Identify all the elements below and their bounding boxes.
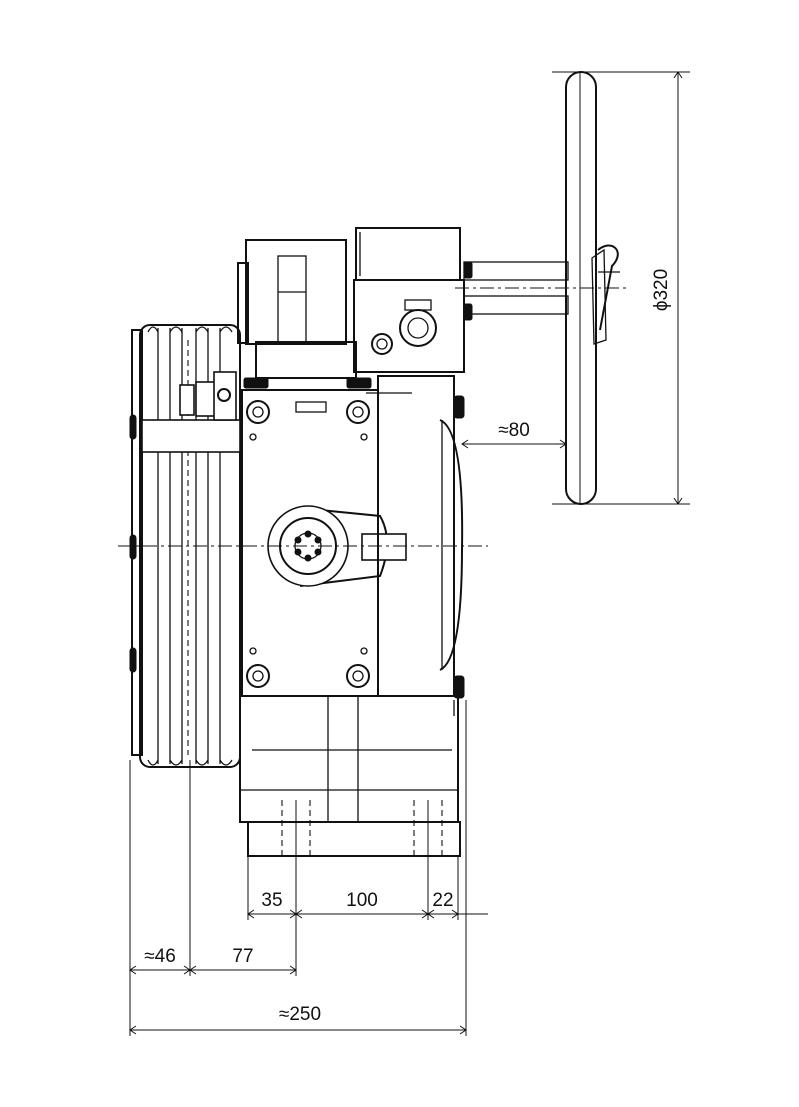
overall-dimension: ≈250 <box>129 1004 467 1035</box>
dim-77: 77 <box>232 946 253 967</box>
handwheel-diameter-dimension: ϕ320 <box>552 71 690 505</box>
dim-250: ≈250 <box>279 1004 321 1025</box>
handwheel-diameter-label: ϕ320 <box>651 269 672 311</box>
dim-22: 22 <box>432 890 453 911</box>
base-plate <box>247 800 461 860</box>
handwheel-offset-dimension: ≈80 <box>461 420 567 449</box>
gearbox-housing <box>237 227 473 823</box>
dim-100: 100 <box>346 890 378 911</box>
dim-46: ≈46 <box>144 946 176 967</box>
handwheel <box>455 71 628 505</box>
sheave-dimensions: ≈46 77 <box>129 946 297 975</box>
dim-35: 35 <box>261 890 282 911</box>
base-dimensions: 35 100 22 <box>247 890 488 919</box>
dim-80: ≈80 <box>498 420 530 441</box>
